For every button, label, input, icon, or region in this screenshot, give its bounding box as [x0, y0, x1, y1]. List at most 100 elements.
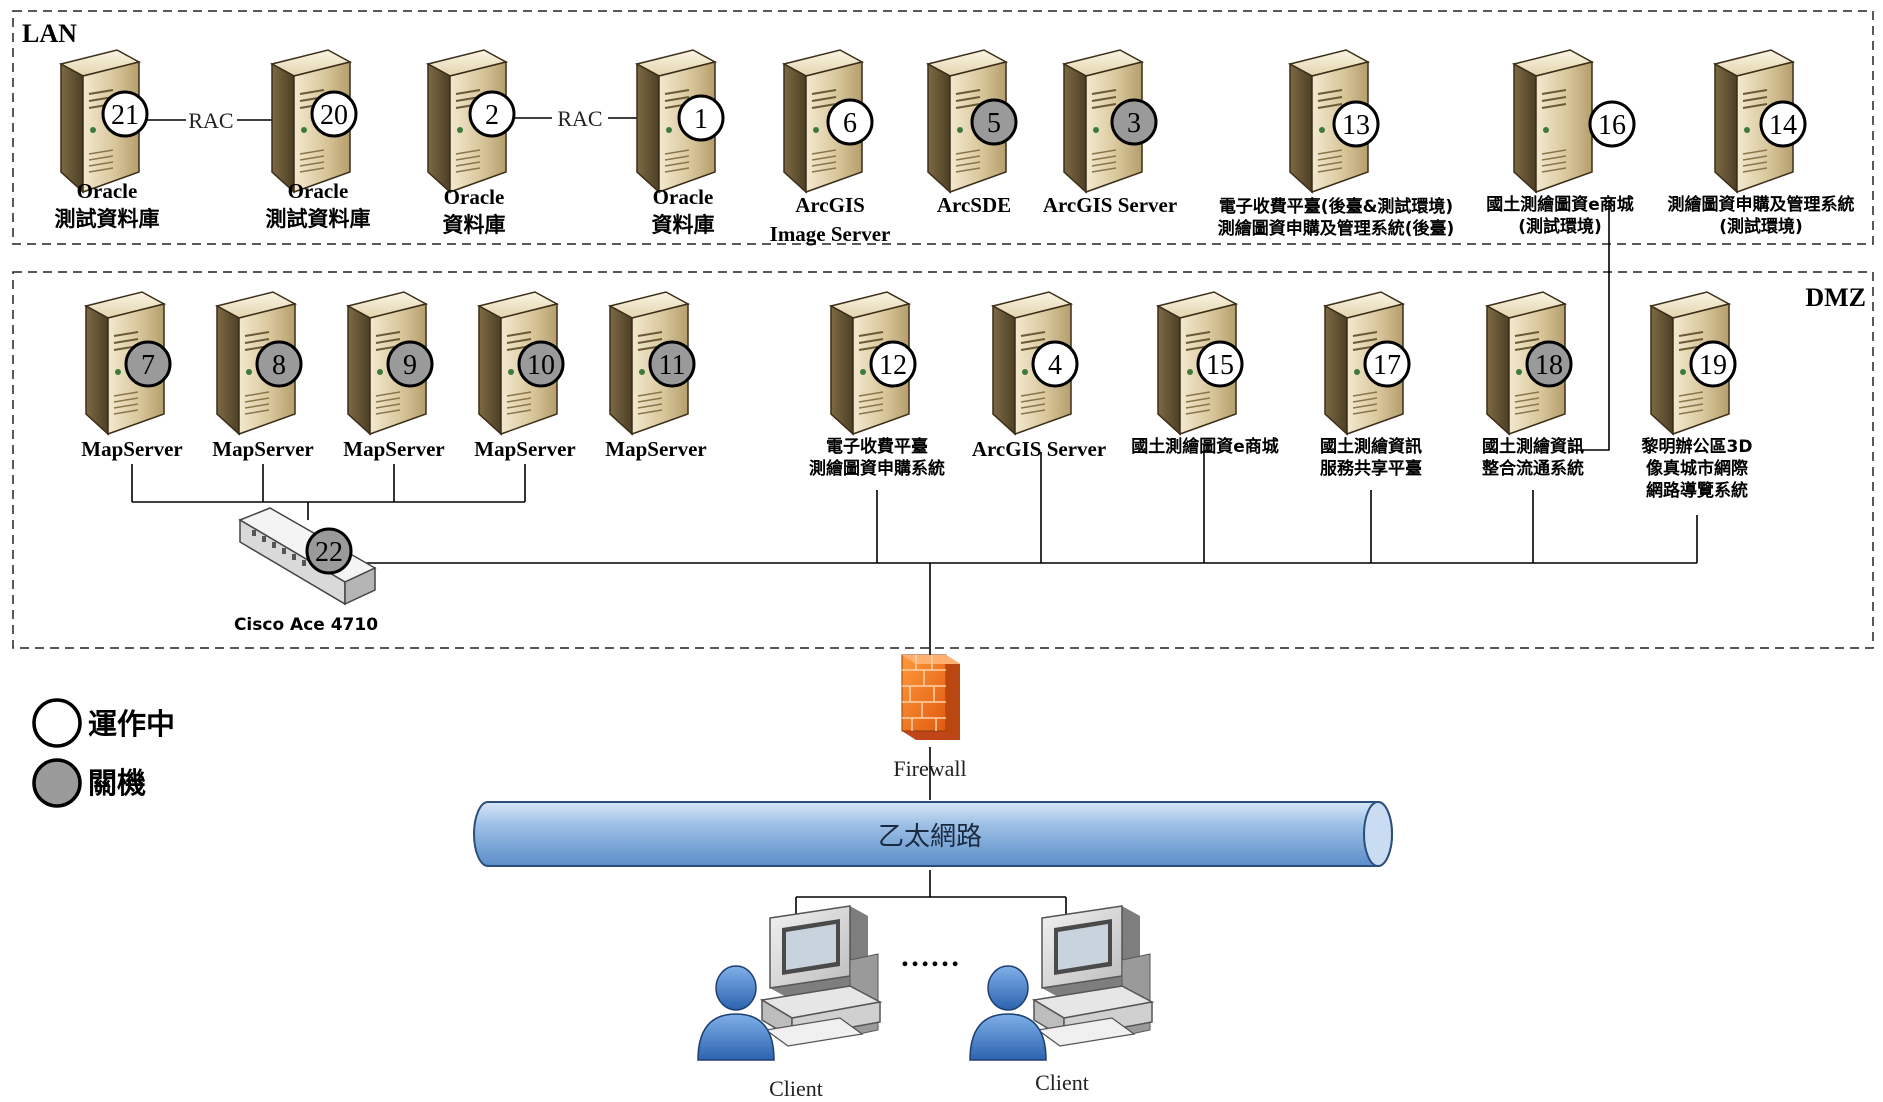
status-circle-icon [32, 758, 82, 808]
lan-zone: LAN [12, 10, 1874, 245]
badge-number: 14 [1769, 110, 1797, 141]
status-badge [124, 340, 172, 388]
badge-number: 2 [485, 100, 499, 131]
status-badge [310, 90, 358, 138]
server-label: 黎明辦公區3D [1642, 436, 1753, 457]
server-label: MapServer [81, 437, 182, 461]
badge-number: 20 [320, 100, 348, 131]
server-15[interactable]: 15 國土測繪圖資e商城 [1131, 291, 1279, 457]
server-label: MapServer [343, 437, 444, 461]
rac-label-test: RAC [188, 108, 233, 133]
server-label: 電子收費平臺(後臺&測試環境) [1219, 196, 1453, 217]
badge-number: 15 [1206, 350, 1234, 381]
server-label: 測繪圖資申購系統 [809, 458, 945, 479]
client-left[interactable]: Client [697, 905, 881, 1101]
badge-number: 18 [1535, 350, 1563, 381]
badge-number: 6 [843, 108, 857, 139]
brick-icon [902, 655, 946, 731]
badge-number: 11 [659, 350, 686, 381]
status-badge [101, 90, 149, 138]
server-label: MapServer [474, 437, 575, 461]
firewall[interactable]: Firewall [893, 654, 967, 781]
badge-number: 12 [879, 350, 907, 381]
server-label: 國土測繪圖資e商城 [1131, 436, 1279, 457]
server-label: 像真城市網際 [1646, 458, 1749, 479]
clients-ellipsis: …… [900, 940, 960, 973]
status-circle-icon [32, 698, 82, 748]
server-label: 資料庫 [652, 213, 715, 237]
status-badge [1525, 340, 1573, 388]
server-label: 國土測繪圖資e商城 [1486, 194, 1634, 215]
lan-title: LAN [22, 19, 77, 48]
status-badge [305, 527, 353, 575]
status-badge [1196, 340, 1244, 388]
load-balancer[interactable]: 22 Cisco Ace 4710 [234, 507, 378, 635]
status-badge [648, 340, 696, 388]
badge-number: 10 [527, 350, 555, 381]
server-16[interactable]: 16 國土測繪圖資e商城(測試環境) [1486, 49, 1636, 237]
legend: 運作中 關機 [32, 698, 175, 808]
client-label: Client [1035, 1070, 1089, 1095]
status-badge [869, 340, 917, 388]
badge-number: 16 [1598, 110, 1626, 141]
server-label: 測試資料庫 [55, 207, 160, 231]
rac-label-prod: RAC [557, 106, 602, 131]
server-label: (測試環境) [1518, 216, 1602, 237]
server-label: MapServer [212, 437, 313, 461]
legend-running: 運作中 [32, 698, 175, 748]
dmz-title: DMZ [1805, 283, 1866, 312]
legend-off: 關機 [32, 758, 146, 808]
badge-number: 22 [315, 537, 343, 568]
firewall-label: Firewall [893, 756, 966, 781]
network-links [131, 117, 1698, 918]
status-badge [255, 340, 303, 388]
server-label: 網路導覽系統 [1646, 480, 1748, 501]
status-badge [1031, 340, 1079, 388]
server-label: ArcSDE [937, 193, 1011, 217]
badge-number: 8 [272, 350, 286, 381]
servers: 21Oracle測試資料庫20Oracle測試資料庫2Oracle資料庫1Ora… [55, 49, 1855, 501]
load-balancer-label: Cisco Ace 4710 [234, 615, 378, 635]
status-badge [517, 340, 565, 388]
status-badge [970, 98, 1018, 146]
status-badge [468, 90, 516, 138]
server-label: Image Server [770, 222, 891, 246]
server-label: ArcGIS Server [1043, 193, 1177, 217]
badge-number: 7 [141, 350, 155, 381]
server-label: Oracle [653, 185, 714, 209]
legend-running-label: 運作中 [88, 707, 175, 741]
server-label: 電子收費平臺 [826, 436, 928, 457]
status-badge [1110, 98, 1158, 146]
dmz-zone: DMZ [12, 271, 1874, 649]
server-label: MapServer [605, 437, 706, 461]
server-label: 測繪圖資申購及管理系統(後臺) [1218, 218, 1455, 239]
client-right[interactable]: Client [969, 905, 1153, 1095]
server-label: 測試資料庫 [266, 207, 371, 231]
server-label: 國土測繪資訊 [1320, 436, 1422, 457]
server-label: Oracle [288, 179, 349, 203]
status-badge [1759, 100, 1807, 148]
server-label: 國土測繪資訊 [1482, 436, 1584, 457]
badge-number: 21 [111, 100, 139, 131]
server-label: ArcGIS Server [972, 437, 1106, 461]
